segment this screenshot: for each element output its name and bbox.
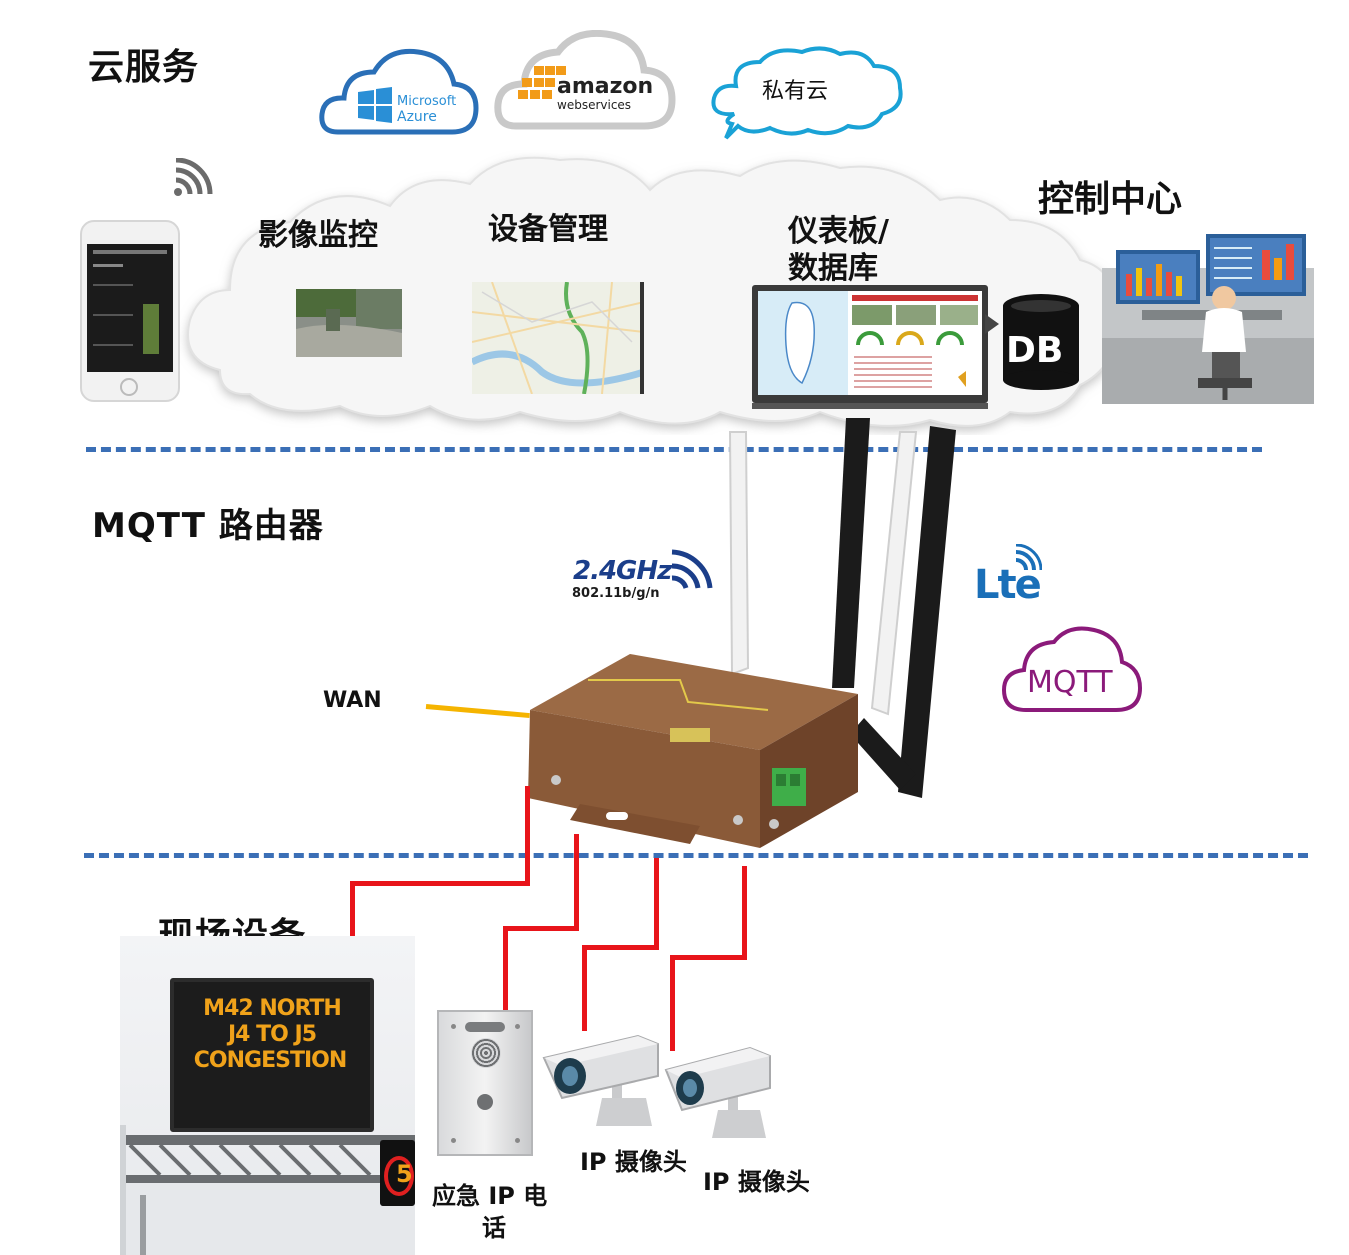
- wifi-band-label: 2.4GHz: [573, 556, 672, 586]
- ip-camera-1-label: IP 摄像头: [580, 1148, 687, 1176]
- dashboard-monitor: [752, 285, 988, 409]
- phone-display-slot: [465, 1022, 505, 1032]
- database-icon: [985, 294, 1079, 390]
- lte-label: Lte: [974, 562, 1042, 608]
- database-label: DB: [1006, 330, 1064, 371]
- white-antenna-left: [728, 431, 750, 676]
- video-thumbnail: [296, 289, 402, 357]
- azure-label-2: Azure: [397, 109, 437, 125]
- gantry-structure: [120, 1125, 415, 1255]
- wire-vms-horizontal: [350, 881, 530, 886]
- speed-sign-ring: [384, 1156, 414, 1196]
- vms-line-1: M42 NORTH: [203, 996, 342, 1021]
- black-antenna-left: [832, 418, 870, 688]
- feature-title-database: 数据库: [788, 251, 878, 286]
- azure-label-1: Microsoft: [397, 94, 457, 109]
- private-cloud-shape: [711, 46, 903, 140]
- wire-phone-horizontal: [503, 926, 579, 931]
- ip-phone-label-line1: 应急 IP 电: [432, 1182, 548, 1210]
- control-center-illustration: [1102, 234, 1314, 404]
- wire-vms-vertical-top: [525, 786, 530, 886]
- ip-camera-2: [664, 1046, 771, 1138]
- black-antenna-right: [898, 426, 956, 798]
- wire-phone-vertical: [503, 926, 508, 1010]
- speaker-grille-icon: [471, 1038, 501, 1068]
- mqtt-router-device: [528, 418, 956, 848]
- feature-title-device-mgmt: 设备管理: [488, 212, 608, 247]
- phone-screen: [87, 244, 173, 372]
- map-thumbnail: [472, 282, 644, 394]
- windows-icon: [358, 87, 392, 123]
- wan-cable: [425, 704, 530, 719]
- vms-line-3: CONGESTION: [193, 1048, 348, 1073]
- wire-camera1-vertical: [582, 945, 587, 1031]
- wifi-wave-icon: [671, 549, 713, 589]
- emergency-ip-phone: [437, 1010, 533, 1156]
- call-button-icon: [477, 1094, 493, 1110]
- white-antenna-right: [870, 431, 918, 716]
- section-label-mqtt-router: MQTT 路由器: [92, 506, 324, 546]
- wire-camera1-horizontal: [582, 945, 659, 950]
- wifi-signal-icon: [174, 158, 213, 196]
- vms-line-2: J4 TO J5: [227, 1022, 317, 1047]
- control-center-title: 控制中心: [1038, 179, 1183, 220]
- aws-boxes-icon: [518, 66, 566, 99]
- feature-title-dashboard: 仪表板/: [788, 214, 889, 249]
- phone-home-button: [120, 378, 138, 396]
- wire-camera2-vertical: [670, 955, 675, 1051]
- ip-camera-2-label: IP 摄像头: [703, 1168, 810, 1196]
- wifi-standard-label: 802.11b/g/n: [572, 586, 660, 601]
- ip-camera-1: [542, 1034, 659, 1126]
- aws-cloud-logo: [494, 30, 676, 130]
- mqtt-label: MQTT: [1027, 665, 1113, 700]
- lte-signal-icon: [1015, 544, 1042, 571]
- mqtt-cloud-icon: [1001, 626, 1143, 712]
- aws-label-2: webservices: [557, 98, 632, 112]
- wan-label: WAN: [323, 688, 382, 713]
- private-cloud-label: 私有云: [762, 79, 829, 104]
- ip-phone-label-line2: 话: [482, 1214, 506, 1242]
- wire-vms-vertical: [350, 881, 355, 987]
- speed-sign-value: 5: [396, 1160, 413, 1188]
- feature-title-video-monitor: 影像监控: [258, 218, 378, 253]
- wire-camera2-vertical-top: [742, 866, 747, 960]
- azure-cloud-logo: [319, 48, 479, 135]
- vms-sign: [170, 978, 374, 1132]
- section-label-cloud-service: 云服务: [88, 47, 200, 88]
- smartphone: [80, 220, 180, 402]
- wire-camera1-vertical-top: [654, 858, 659, 950]
- wire-camera2-horizontal: [670, 955, 747, 960]
- separator-line-top: [86, 447, 1262, 452]
- wire-phone-vertical-top: [574, 834, 579, 930]
- separator-line-bottom: [84, 853, 1308, 858]
- aws-label-1: amazon: [557, 74, 654, 99]
